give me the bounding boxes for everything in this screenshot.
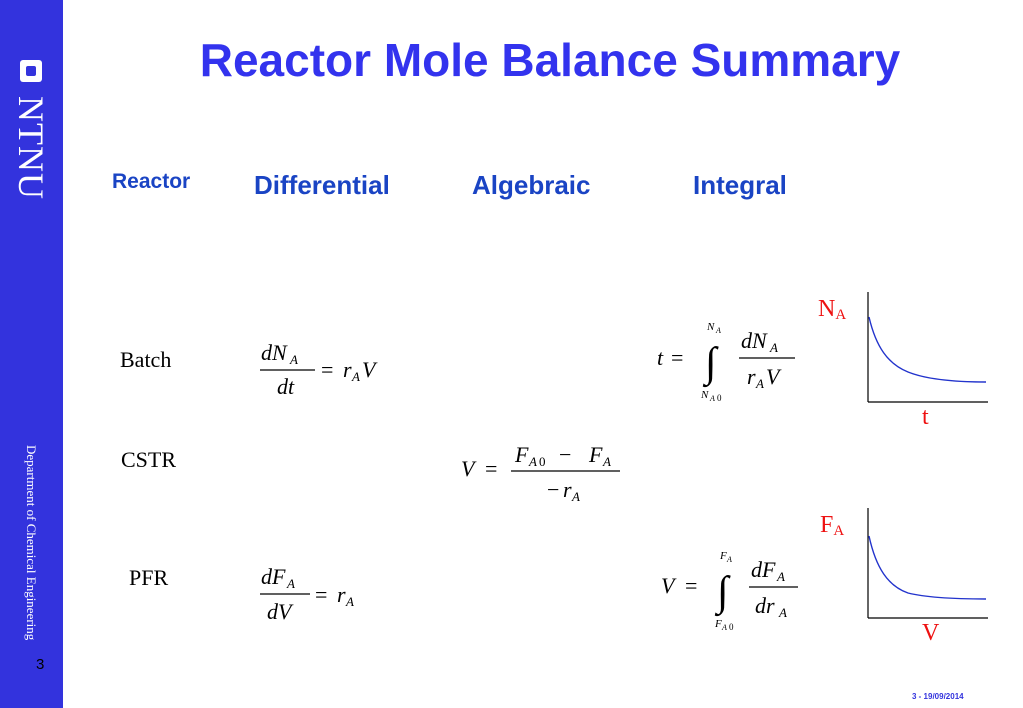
svg-text:0: 0 [729,622,734,632]
svg-text:N: N [700,389,709,401]
batch-graph-xlabel: t [922,404,929,430]
svg-text:=: = [671,345,683,370]
batch-decay-curve [868,316,987,383]
svg-text:A: A [571,489,580,504]
batch-decay-graph [867,292,988,403]
sidebar: NTNU Department of Chemical Engineering [0,0,63,708]
column-header-integral: Integral [693,170,787,200]
svg-text:F: F [514,442,529,467]
column-header-algebraic: Algebraic [472,170,591,200]
batch-integral-equation: t = N A ∫ N A 0 dN A r A V [657,321,795,403]
pfr-decay-graph [867,508,988,619]
svg-text:A: A [755,376,764,391]
svg-text:V: V [362,357,378,382]
svg-text:F: F [714,618,722,630]
cstr-algebraic-equation: V = F A 0 − F A − r A [461,442,620,504]
svg-text:−: − [559,442,571,467]
svg-text:A: A [709,394,715,403]
svg-text:∫: ∫ [714,569,731,617]
svg-text:F: F [719,550,727,562]
svg-text:dV: dV [267,599,294,624]
svg-text:r: r [747,364,756,389]
svg-text:=: = [685,573,697,598]
svg-text:A: A [528,454,537,469]
svg-text:r: r [343,357,352,382]
row-label-batch: Batch [120,347,172,372]
row-label-pfr: PFR [129,565,169,590]
row-label-cstr: CSTR [121,447,177,472]
svg-text:A: A [602,454,611,469]
svg-text:A: A [286,576,295,591]
pfr-integral-equation: V = F A ∫ F A 0 dF A dr A [661,550,798,632]
batch-differential-equation: dN A dt = r A V [260,340,378,399]
svg-text:A: A [769,340,778,355]
svg-text:A: A [726,555,732,564]
page-number: 3 [36,656,45,673]
svg-text:A: A [345,594,354,609]
svg-text:=: = [315,582,327,607]
pfr-graph-xlabel: V [922,620,940,646]
svg-text:N: N [706,321,715,333]
column-header-differential: Differential [254,170,390,200]
svg-text:A: A [776,569,785,584]
svg-text:0: 0 [539,454,546,469]
svg-text:−: − [547,477,559,502]
column-header-reactor: Reactor [112,170,191,193]
department-text: Department of Chemical Engineering [24,445,39,641]
svg-text:dN: dN [261,340,288,365]
svg-text:V: V [766,364,782,389]
svg-text:∫: ∫ [702,340,719,388]
svg-text:A: A [351,369,360,384]
footer-date: 3 - 19/09/2014 [912,692,964,701]
svg-text:F: F [588,442,603,467]
batch-graph-ylabel: NA [818,296,847,323]
svg-text:dN: dN [741,328,768,353]
svg-text:dF: dF [261,564,286,589]
svg-text:=: = [321,357,333,382]
svg-text:dr: dr [755,593,775,618]
svg-text:r: r [563,477,572,502]
svg-text:r: r [337,582,346,607]
pfr-decay-curve [868,535,987,600]
pfr-graph-ylabel: FA [820,512,845,539]
svg-text:A: A [721,623,727,632]
logo-text: NTNU [11,96,51,200]
svg-text:V: V [461,456,477,481]
svg-text:dF: dF [751,557,776,582]
pfr-differential-equation: dF A dV = r A [260,564,354,624]
ntnu-logo-icon [20,60,42,82]
page-title: Reactor Mole Balance Summary [199,34,901,86]
svg-text:A: A [289,352,298,367]
svg-text:dt: dt [277,374,295,399]
svg-text:0: 0 [717,393,722,403]
svg-text:A: A [715,326,721,335]
svg-text:V: V [661,573,677,598]
svg-text:=: = [485,456,497,481]
svg-text:A: A [778,605,787,620]
svg-text:t: t [657,345,664,370]
